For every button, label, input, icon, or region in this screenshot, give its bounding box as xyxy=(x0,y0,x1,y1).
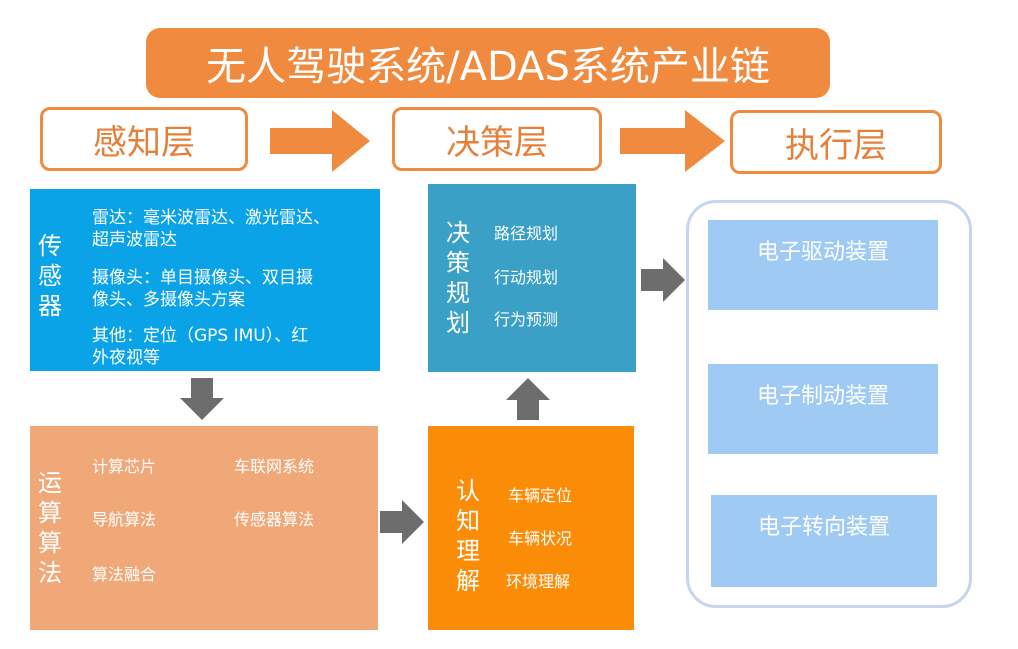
heading-char: 算 xyxy=(38,499,62,527)
arrow-right-icon xyxy=(270,110,370,172)
exec-item-steer: 电子转向装置 xyxy=(711,495,937,587)
decision-box: 决 策 规 划 路径规划 行动规划 行为预测 xyxy=(428,184,636,372)
decision-item: 路径规划 xyxy=(494,224,559,243)
exec-item-drive: 电子驱动装置 xyxy=(708,220,938,310)
layer-perception: 感知层 xyxy=(40,107,248,171)
layer-decision: 决策层 xyxy=(392,107,602,171)
decision-item: 行为预测 xyxy=(494,310,559,329)
heading-char: 决 xyxy=(446,219,470,247)
heading-char: 认 xyxy=(456,477,480,505)
cognition-item: 车辆定位 xyxy=(508,486,573,505)
decision-heading: 决 策 规 划 xyxy=(444,218,472,338)
heading-char: 理 xyxy=(456,537,480,565)
heading-char: 策 xyxy=(446,249,470,277)
compute-item: 车联网系统 xyxy=(234,457,315,476)
decision-item: 行动规划 xyxy=(494,268,559,287)
arrow-right-icon xyxy=(380,500,424,544)
compute-item: 导航算法 xyxy=(92,510,157,529)
heading-char: 感 xyxy=(38,262,62,290)
item-line: 像头、多摄像头方案 xyxy=(92,290,245,310)
item-line: 雷达：毫米波雷达、激光雷达、 xyxy=(92,208,330,228)
item-line: 超声波雷达 xyxy=(92,230,177,250)
compute-item: 算法融合 xyxy=(92,565,157,584)
cognition-item: 车辆状况 xyxy=(508,529,573,548)
heading-char: 规 xyxy=(446,279,470,307)
heading-char: 知 xyxy=(456,507,480,535)
sensor-heading: 传 感 器 xyxy=(36,231,64,321)
exec-item-brake: 电子制动装置 xyxy=(708,364,938,454)
compute-heading: 运 算 算 法 xyxy=(36,468,64,588)
item-line: 其他：定位（GPS IMU）、红 xyxy=(92,326,309,346)
compute-item: 计算芯片 xyxy=(92,457,157,476)
heading-char: 划 xyxy=(446,309,470,337)
arrow-right-icon xyxy=(620,110,725,172)
heading-char: 运 xyxy=(38,469,62,497)
item-line: 摄像头：单目摄像头、双目摄 xyxy=(92,268,313,288)
heading-char: 法 xyxy=(38,559,62,587)
heading-char: 算 xyxy=(38,529,62,557)
heading-char: 器 xyxy=(38,292,62,320)
execution-frame xyxy=(686,200,972,608)
layer-execution: 执行层 xyxy=(730,110,942,174)
sensor-item-camera: 摄像头：单目摄像头、双目摄 像头、多摄像头方案 xyxy=(92,267,313,311)
compute-item: 传感器算法 xyxy=(234,510,315,529)
sensor-item-radar: 雷达：毫米波雷达、激光雷达、 超声波雷达 xyxy=(92,207,330,251)
arrow-down-icon xyxy=(180,378,224,420)
cognition-heading: 认 知 理 解 xyxy=(454,476,482,596)
sensor-box: 传 感 器 雷达：毫米波雷达、激光雷达、 超声波雷达 摄像头：单目摄像头、双目摄… xyxy=(30,189,380,371)
cognition-item: 环境理解 xyxy=(506,572,571,591)
arrow-right-icon xyxy=(641,258,685,302)
cognition-box: 认 知 理 解 车辆定位 车辆状况 环境理解 xyxy=(428,426,634,630)
heading-char: 解 xyxy=(456,567,480,595)
compute-box: 运 算 算 法 计算芯片 车联网系统 导航算法 传感器算法 算法融合 xyxy=(30,426,378,630)
heading-char: 传 xyxy=(38,232,62,260)
sensor-item-other: 其他：定位（GPS IMU）、红 外夜视等 xyxy=(92,325,308,369)
diagram-title: 无人驾驶系统/ADAS系统产业链 xyxy=(146,28,830,98)
item-line: 外夜视等 xyxy=(92,348,160,368)
arrow-up-icon xyxy=(506,378,550,420)
